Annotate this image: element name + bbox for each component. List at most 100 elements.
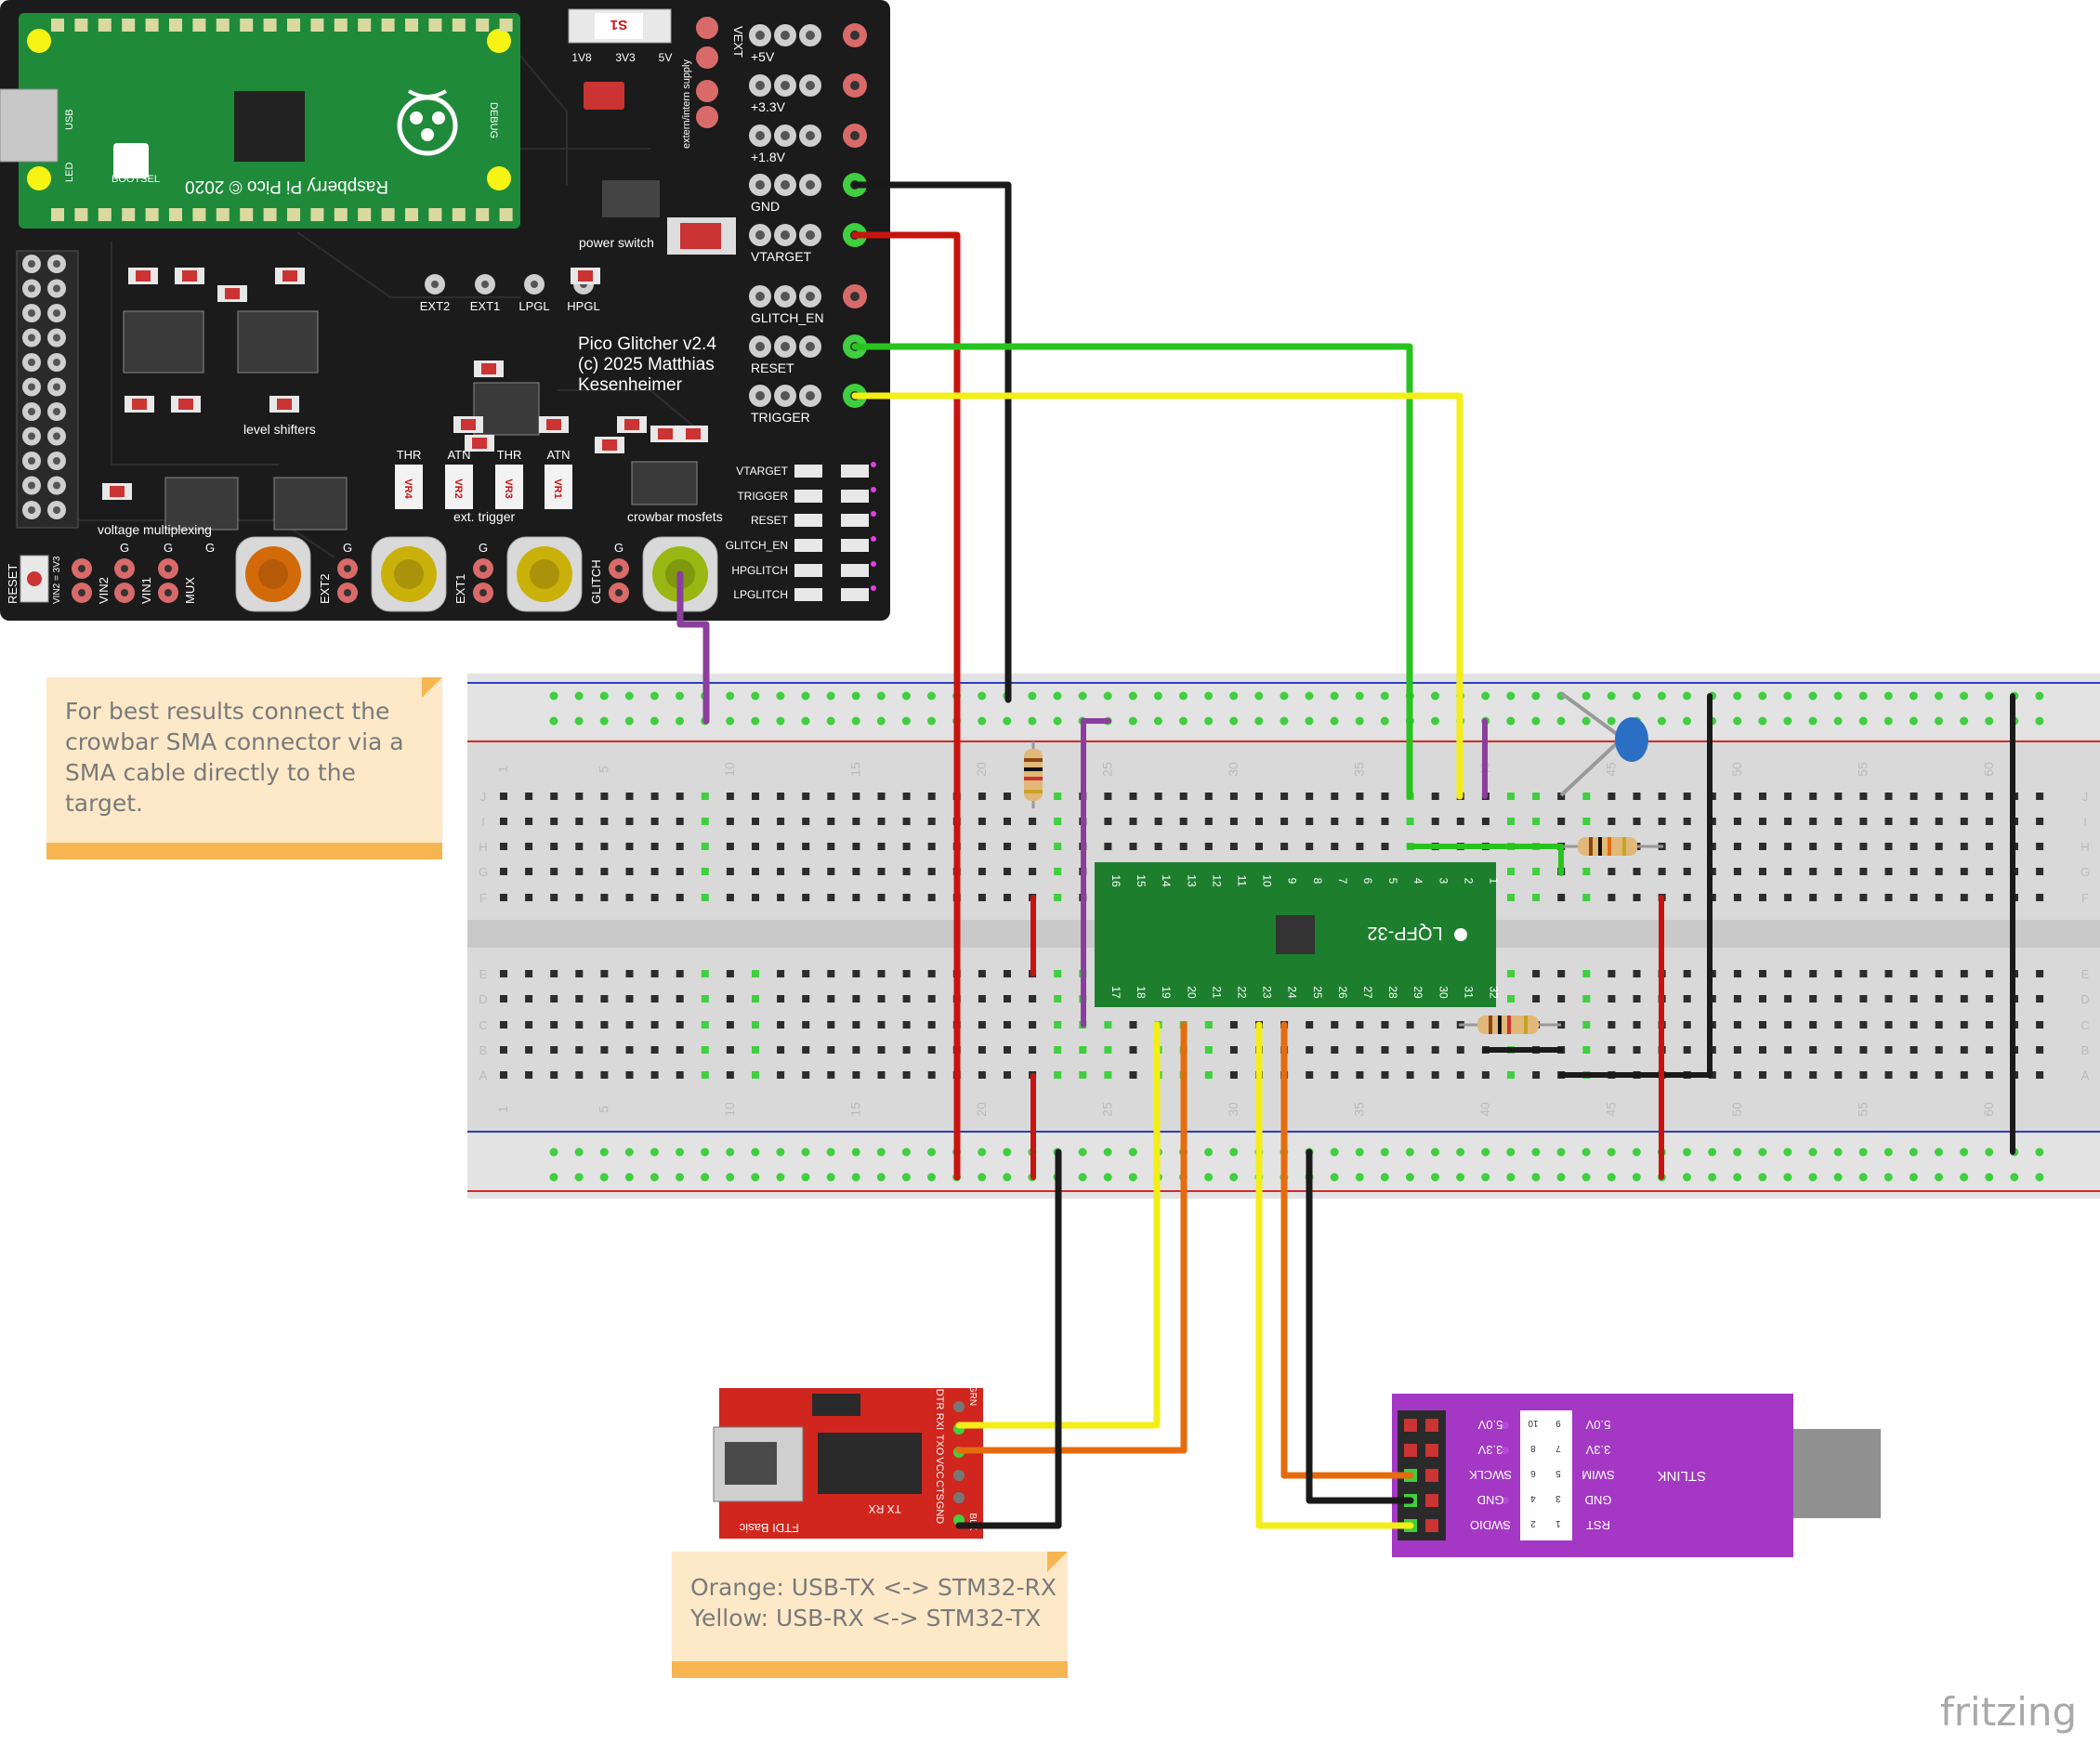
- breadboard-hole[interactable]: [902, 868, 911, 875]
- rail-hole[interactable]: [1858, 691, 1868, 701]
- breadboard-hole[interactable]: [902, 970, 911, 977]
- breadboard-hole[interactable]: [1406, 1071, 1414, 1079]
- breadboard-hole[interactable]: [1079, 1046, 1087, 1054]
- breadboard-hole[interactable]: [1960, 818, 1968, 825]
- rail-hole[interactable]: [1607, 691, 1616, 701]
- breadboard-hole[interactable]: [650, 843, 659, 850]
- breadboard-hole[interactable]: [1306, 1021, 1314, 1029]
- breadboard-hole[interactable]: [1834, 868, 1843, 875]
- breadboard-hole[interactable]: [1431, 1021, 1439, 1029]
- capacitor[interactable]: [1559, 691, 1648, 797]
- breadboard-hole[interactable]: [1884, 1046, 1893, 1054]
- breadboard-hole[interactable]: [1834, 894, 1843, 901]
- breadboard-hole[interactable]: [701, 1046, 709, 1054]
- rail-hole[interactable]: [1003, 1173, 1012, 1182]
- breadboard-hole[interactable]: [1331, 1046, 1339, 1054]
- breadboard-hole[interactable]: [701, 970, 709, 977]
- breadboard-hole[interactable]: [2036, 793, 2044, 800]
- breadboard-hole[interactable]: [2036, 868, 2044, 875]
- rail-hole[interactable]: [701, 1173, 710, 1182]
- breadboard-hole[interactable]: [1809, 1071, 1818, 1079]
- breadboard-hole[interactable]: [1859, 1021, 1868, 1029]
- breadboard-hole[interactable]: [1935, 1071, 1943, 1079]
- breadboard-hole[interactable]: [1229, 1046, 1238, 1054]
- breadboard-hole[interactable]: [902, 818, 911, 825]
- breadboard-hole[interactable]: [978, 868, 986, 875]
- breadboard-hole[interactable]: [1406, 1046, 1414, 1054]
- breadboard-hole[interactable]: [1784, 894, 1792, 901]
- rail-hole[interactable]: [1960, 1147, 1969, 1157]
- breadboard-hole[interactable]: [1759, 868, 1766, 875]
- breadboard-hole[interactable]: [500, 894, 507, 901]
- rail-hole[interactable]: [1506, 691, 1516, 701]
- reset-button[interactable]: [20, 555, 49, 603]
- breadboard-hole[interactable]: [1809, 843, 1818, 850]
- breadboard-hole[interactable]: [1608, 894, 1616, 901]
- breadboard-hole[interactable]: [1809, 1046, 1818, 1054]
- resistor-r2[interactable]: [1554, 837, 1663, 856]
- breadboard-hole[interactable]: [1331, 843, 1339, 850]
- breadboard-hole[interactable]: [600, 1046, 609, 1054]
- rail-hole[interactable]: [1153, 691, 1162, 701]
- breadboard-hole[interactable]: [525, 843, 533, 850]
- breadboard-hole[interactable]: [1356, 793, 1364, 800]
- rail-hole[interactable]: [1330, 1147, 1339, 1157]
- rail-hole[interactable]: [1103, 1147, 1112, 1157]
- rail-hole[interactable]: [1985, 691, 1994, 701]
- breadboard-hole[interactable]: [852, 793, 860, 800]
- rail-hole[interactable]: [1883, 716, 1893, 726]
- rail-hole[interactable]: [726, 716, 735, 726]
- breadboard-hole[interactable]: [1004, 1071, 1011, 1079]
- breadboard-hole[interactable]: [625, 1021, 634, 1029]
- rail-hole[interactable]: [1330, 1173, 1339, 1182]
- rail-hole[interactable]: [901, 716, 911, 726]
- breadboard-hole[interactable]: [600, 868, 609, 875]
- ftdi-pin[interactable]: [953, 1470, 965, 1481]
- breadboard-hole[interactable]: [902, 995, 911, 1003]
- breadboard-hole[interactable]: [1532, 995, 1541, 1003]
- rail-hole[interactable]: [978, 1147, 987, 1157]
- breadboard-hole[interactable]: [1004, 970, 1011, 977]
- breadboard-hole[interactable]: [752, 1046, 759, 1054]
- rail-hole[interactable]: [726, 1173, 735, 1182]
- rail-hole[interactable]: [1179, 691, 1188, 701]
- wire-jumper-black[interactable]: [1558, 693, 1713, 1078]
- rail-hole[interactable]: [1632, 1147, 1641, 1157]
- breadboard-hole[interactable]: [1104, 843, 1112, 850]
- breadboard-hole[interactable]: [1960, 1071, 1968, 1079]
- rail-hole[interactable]: [676, 691, 684, 701]
- rail-hole[interactable]: [1531, 716, 1541, 726]
- breadboard-hole[interactable]: [777, 970, 785, 977]
- breadboard-hole[interactable]: [1809, 894, 1818, 901]
- breadboard-hole[interactable]: [500, 1021, 507, 1029]
- breadboard-hole[interactable]: [1004, 1046, 1011, 1054]
- rail-hole[interactable]: [1733, 1173, 1742, 1182]
- wire-gnd-black[interactable]: [851, 181, 1012, 703]
- breadboard-hole[interactable]: [1229, 818, 1238, 825]
- wire-jumper-green[interactable]: [1407, 844, 1564, 876]
- breadboard-hole[interactable]: [902, 1046, 911, 1054]
- breadboard-hole[interactable]: [1054, 894, 1062, 901]
- breadboard-hole[interactable]: [752, 970, 759, 977]
- breadboard-hole[interactable]: [852, 1071, 860, 1079]
- breadboard-hole[interactable]: [2036, 995, 2044, 1003]
- breadboard-hole[interactable]: [1331, 1071, 1339, 1079]
- breadboard-hole[interactable]: [752, 843, 759, 850]
- breadboard-hole[interactable]: [1960, 995, 1968, 1003]
- breadboard-hole[interactable]: [600, 1021, 609, 1029]
- breadboard-hole[interactable]: [2036, 843, 2044, 850]
- breadboard-hole[interactable]: [1104, 1021, 1112, 1029]
- breadboard-hole[interactable]: [852, 818, 860, 825]
- breadboard-hole[interactable]: [752, 1021, 759, 1029]
- rail-hole[interactable]: [776, 1147, 785, 1157]
- breadboard-hole[interactable]: [1406, 1021, 1414, 1029]
- rail-hole[interactable]: [927, 716, 936, 726]
- breadboard-hole[interactable]: [525, 970, 533, 977]
- rail-hole[interactable]: [1153, 716, 1162, 726]
- rail-hole[interactable]: [1582, 1173, 1591, 1182]
- rail-hole[interactable]: [1783, 716, 1792, 726]
- breadboard-hole[interactable]: [1054, 970, 1062, 977]
- breadboard-hole[interactable]: [1179, 818, 1188, 825]
- breadboard-hole[interactable]: [1608, 793, 1616, 800]
- breadboard-hole[interactable]: [550, 868, 558, 875]
